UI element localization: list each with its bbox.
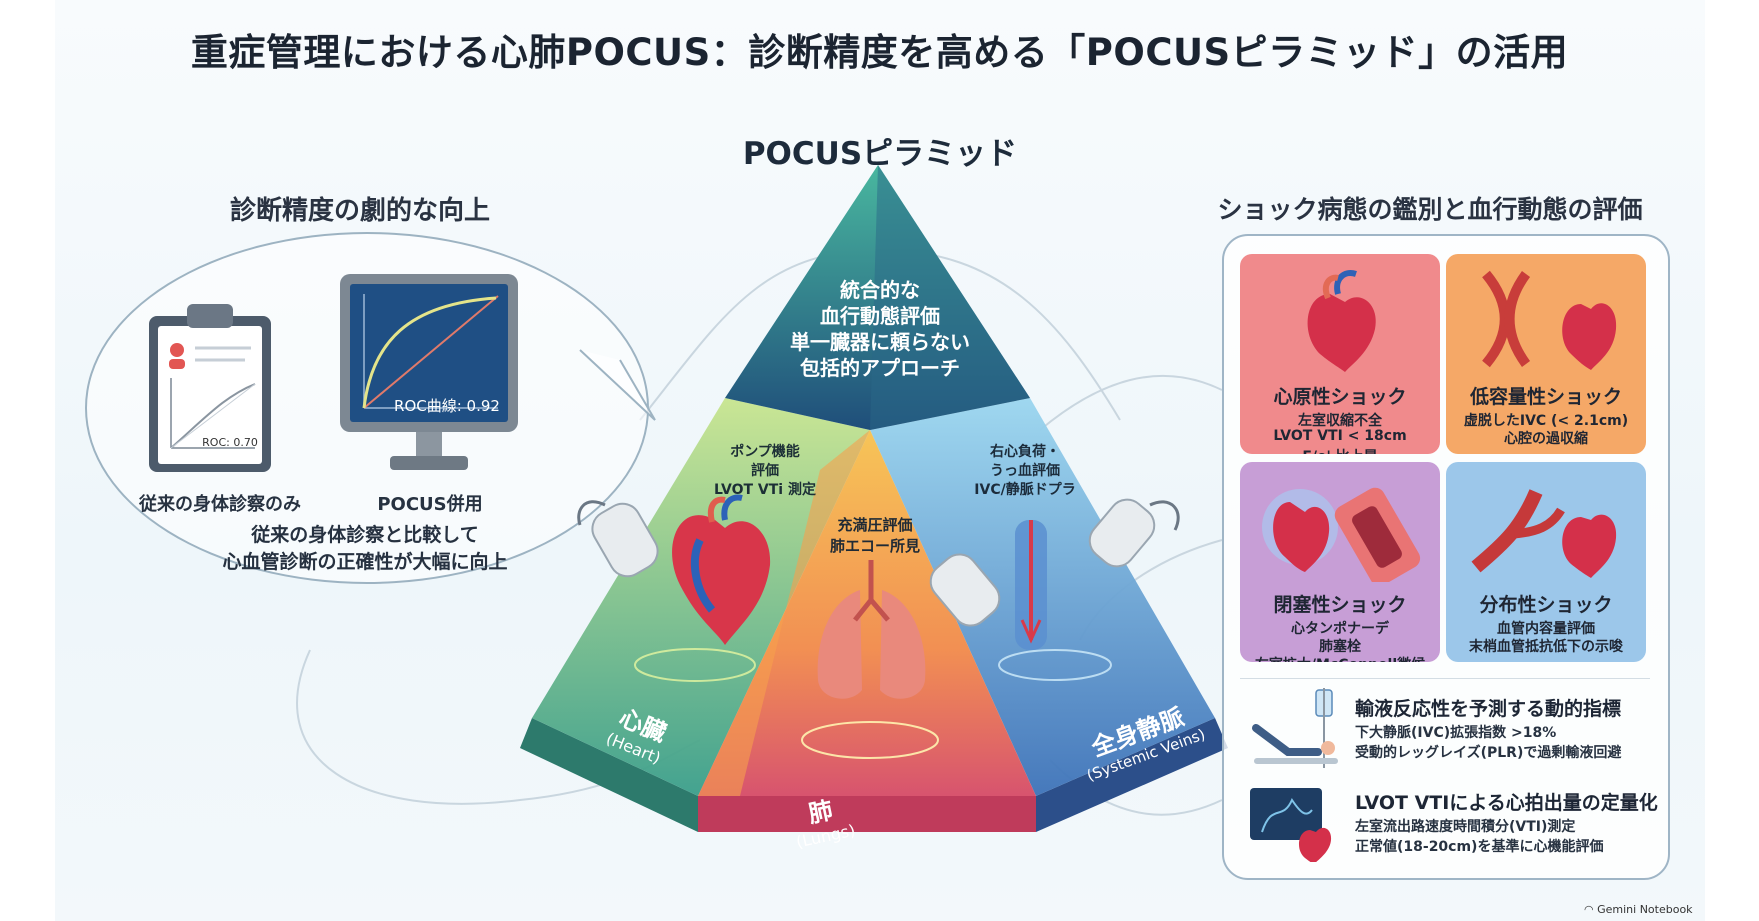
card-line-3: E/e' 比上昇 [1240,446,1440,454]
ultrasound-probe-icons [577,498,1180,627]
ultrasound-monitor-icon [1250,788,1332,862]
leg-raise-icon [1252,688,1338,768]
main-title: 重症管理における心肺POCUS：診断精度を高める「POCUSピラミッド」の活用 [190,31,1569,74]
right-section-heading: ショック病態の鑑別と血行動態の評価 [1217,195,1643,224]
watermark: ◠ Gemini Notebook [1584,903,1693,916]
notebook-logo-icon: ◠ [1584,903,1598,916]
card-distributive-shock: 分布性ショック 血管内容量評価 末梢血管抵抗低下の示唆 [1446,462,1646,662]
bubble-tail [579,349,656,421]
left-section-heading: 診断精度の劇的な向上 [229,196,490,226]
summary-line-2: 心血管診断の正確性が大幅に向上 [222,551,508,573]
veins-desc-line-2: うっ血評価 [990,463,1060,479]
card-title: 低容量性ショック [1469,386,1622,408]
apex-line-1: 統合的な [840,278,920,302]
clipboard-icon [149,304,271,472]
indicator-lvot-line-2: 正常値(18-20cm)を基準に心機能評価 [1355,839,1604,855]
vessel-heart-icon [1471,489,1617,578]
monitor-icon [340,274,518,470]
apex-line-3: 単一臓器に頼らない [790,330,970,354]
card-line-1: 虚脱したIVC (< 2.1cm) [1463,413,1629,429]
accuracy-summary: 従来の身体診察と比較して 心血管診断の正確性が大幅に向上 [150,522,580,576]
heart-illustration [672,494,771,645]
card-line-2: 末梢血管抵抗低下の示唆 [1469,639,1623,655]
indicator-fluid-responsiveness-title: 輸液反応性を予測する動的指標 [1355,698,1622,720]
watermark-text: Gemini Notebook [1597,903,1693,916]
apex-line-4: 包括的アプローチ [800,356,960,380]
heart-desc-line-1: ポンプ機能 [730,444,800,460]
card-obstructive-shock: 閉塞性ショック 心タンポナーデ 肺塞栓 右室拡大/McConnell徴候 [1240,462,1440,662]
heart-desc-line-2: 評価 [751,463,779,479]
lungs-desc-line-2: 肺エコー所見 [829,537,920,555]
card-title: 心原性ショック [1273,386,1407,408]
clipboard-roc-label: ROC: 0.70 [202,436,258,449]
indicator-fluid-line-2: 受動的レッグレイズ(PLR)で過剰輸液回避 [1355,745,1622,761]
caption-pocus: POCUS併用 [377,494,483,515]
summary-line-1: 従来の身体診察と比較して [251,524,479,546]
card-line-2: 肺塞栓 [1319,639,1361,655]
veins-description: 右心負荷・ うっ血評価 IVC/静脈ドプラ [955,443,1095,500]
panel-divider [1240,678,1650,679]
card-line-2: 心腔の過収縮 [1504,431,1588,447]
card-line-3: 右室拡大/McConnell徴候 [1240,654,1440,662]
veins-desc-line-1: 右心負荷・ [990,444,1060,460]
card-cardiogenic-shock: 心原性ショック 左室収縮不全 LVOT VTI < 18cm E/e' 比上昇 [1240,254,1440,454]
card-hypovolemic-shock: 低容量性ショック 虚脱したIVC (< 2.1cm) 心腔の過収縮 [1446,254,1646,454]
card-line-2: LVOT VTI < 18cm [1273,428,1407,444]
caption-physical-exam: 従来の身体診察のみ [139,494,301,515]
apex-line-2: 血行動態評価 [820,304,940,328]
monitor-roc-label: ROC曲線: 0.92 [394,397,500,415]
obstruction-icon [1262,487,1421,582]
indicator-fluid-line-1: 下大静脈(IVC)拡張指数 >18% [1355,725,1557,741]
card-line-1: 心タンポナーデ [1291,621,1389,637]
heart-icon [1307,270,1376,372]
veins-desc-line-3: IVC/静脈ドプラ [974,482,1076,498]
lungs-illustration [817,560,926,699]
heart-description: ポンプ機能 評価 LVOT VTi 測定 [700,443,830,500]
heart-desc-line-3: LVOT VTi 測定 [714,482,816,498]
ivc-heart-icon [1482,270,1617,370]
card-line-1: 血管内容量評価 [1497,621,1595,637]
indicator-lvot-vti-title: LVOT VTIによる心拍出量の定量化 [1355,792,1658,814]
lungs-description: 充満圧評価 肺エコー所見 [810,515,940,557]
card-line-1: 左室収縮不全 [1298,413,1382,429]
card-title: 分布性ショック [1479,594,1613,616]
pyramid-title: POCUSピラミッド [742,136,1018,172]
lungs-desc-line-1: 充満圧評価 [837,516,913,534]
indicator-lvot-line-1: 左室流出路速度時間積分(VTI)測定 [1355,819,1576,835]
apex-label: 統合的な 血行動態評価 単一臓器に頼らない 包括的アプローチ [780,277,980,381]
card-title: 閉塞性ショック [1273,594,1407,616]
vein-illustration [1015,520,1047,650]
